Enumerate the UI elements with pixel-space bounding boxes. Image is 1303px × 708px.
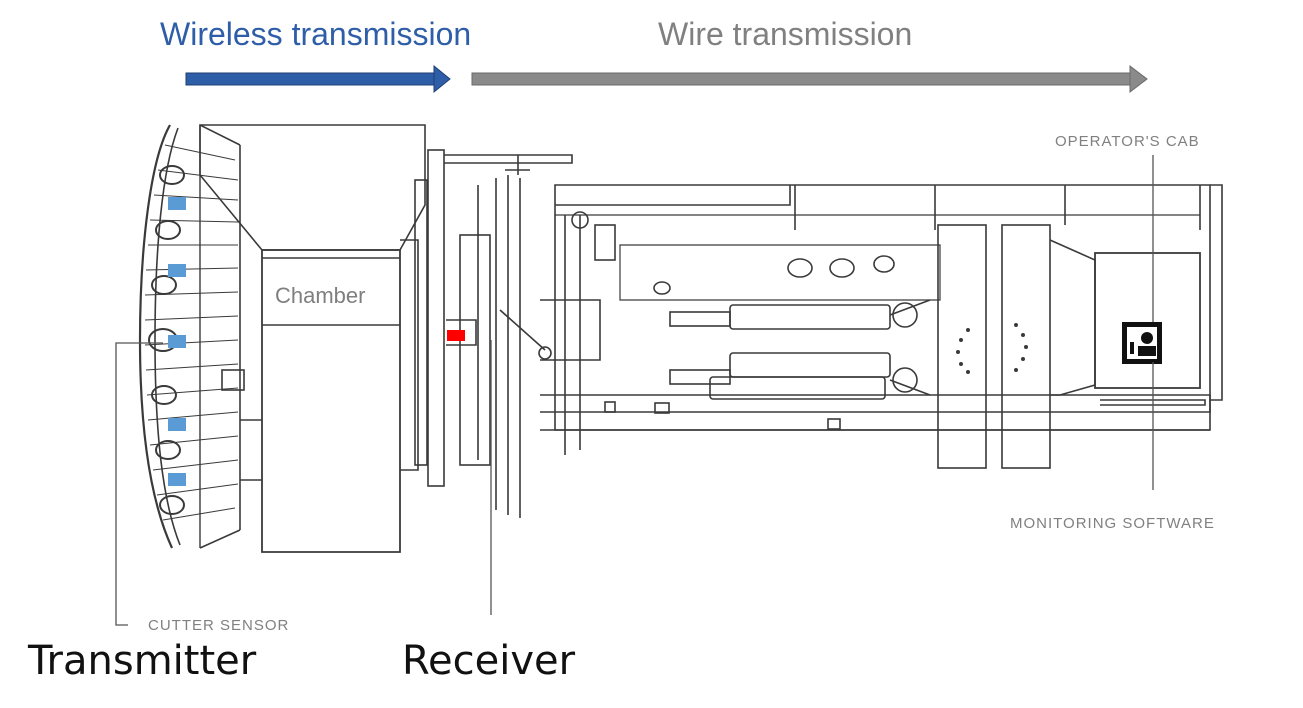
- receiver-label: Receiver: [402, 638, 576, 684]
- sensor-marker: [168, 335, 186, 348]
- tbm-drawing: [138, 124, 1223, 553]
- wire-transmission-label: Wire transmission: [658, 16, 912, 52]
- cutter-head: [138, 124, 241, 549]
- wireless-arrow: [185, 64, 451, 94]
- bolt-circles: [956, 323, 1028, 374]
- sensor-marker: [168, 197, 186, 210]
- cutter-sensor-label: CUTTER SENSOR: [148, 617, 289, 634]
- sensor-marker: [168, 264, 186, 277]
- wire-arrow: [471, 64, 1148, 94]
- transmitter-leader-line: [115, 342, 163, 626]
- transmission-header: Wireless transmission Wire transmission: [160, 16, 1148, 94]
- receiver-marker: [447, 330, 465, 341]
- cutter-sensors: [168, 197, 186, 486]
- bulkhead: [414, 149, 573, 518]
- sensor-marker: [168, 418, 186, 431]
- chamber-body: [199, 124, 426, 553]
- transmitter-label: Transmitter: [27, 638, 257, 684]
- wireless-transmission-label: Wireless transmission: [160, 16, 471, 52]
- gantry-frame: [499, 184, 1223, 469]
- operator-icon: [1122, 322, 1162, 364]
- leader-lines: [115, 155, 1154, 626]
- sensor-marker: [168, 473, 186, 486]
- operators-cab-label: OPERATOR'S CAB: [1055, 133, 1200, 150]
- monitoring-software-label: MONITORING SOFTWARE: [1010, 515, 1215, 532]
- chamber-label: Chamber: [275, 283, 365, 308]
